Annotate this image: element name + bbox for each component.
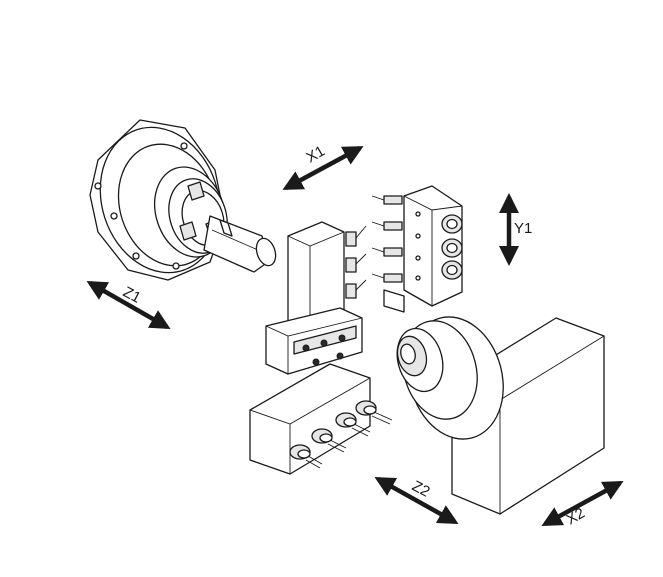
axis-arrow-z1 [86,280,171,330]
axis-label-z1: Z1 [120,284,143,307]
main-spindle [89,119,277,281]
live-tool-block [371,185,463,313]
axis-arrow-x2 [541,481,624,526]
axis-label-x2: X2 [564,505,588,529]
axis-label-y1: Y1 [514,220,532,237]
axis-arrow-z2 [374,477,459,524]
upper-tool-post [265,221,367,375]
sub-spindle [396,316,605,515]
lower-tool-block [249,363,393,475]
axis-label-x1: X1 [304,143,328,167]
axis-label-z2: Z2 [409,478,432,501]
axis-arrow-x1 [282,146,364,190]
